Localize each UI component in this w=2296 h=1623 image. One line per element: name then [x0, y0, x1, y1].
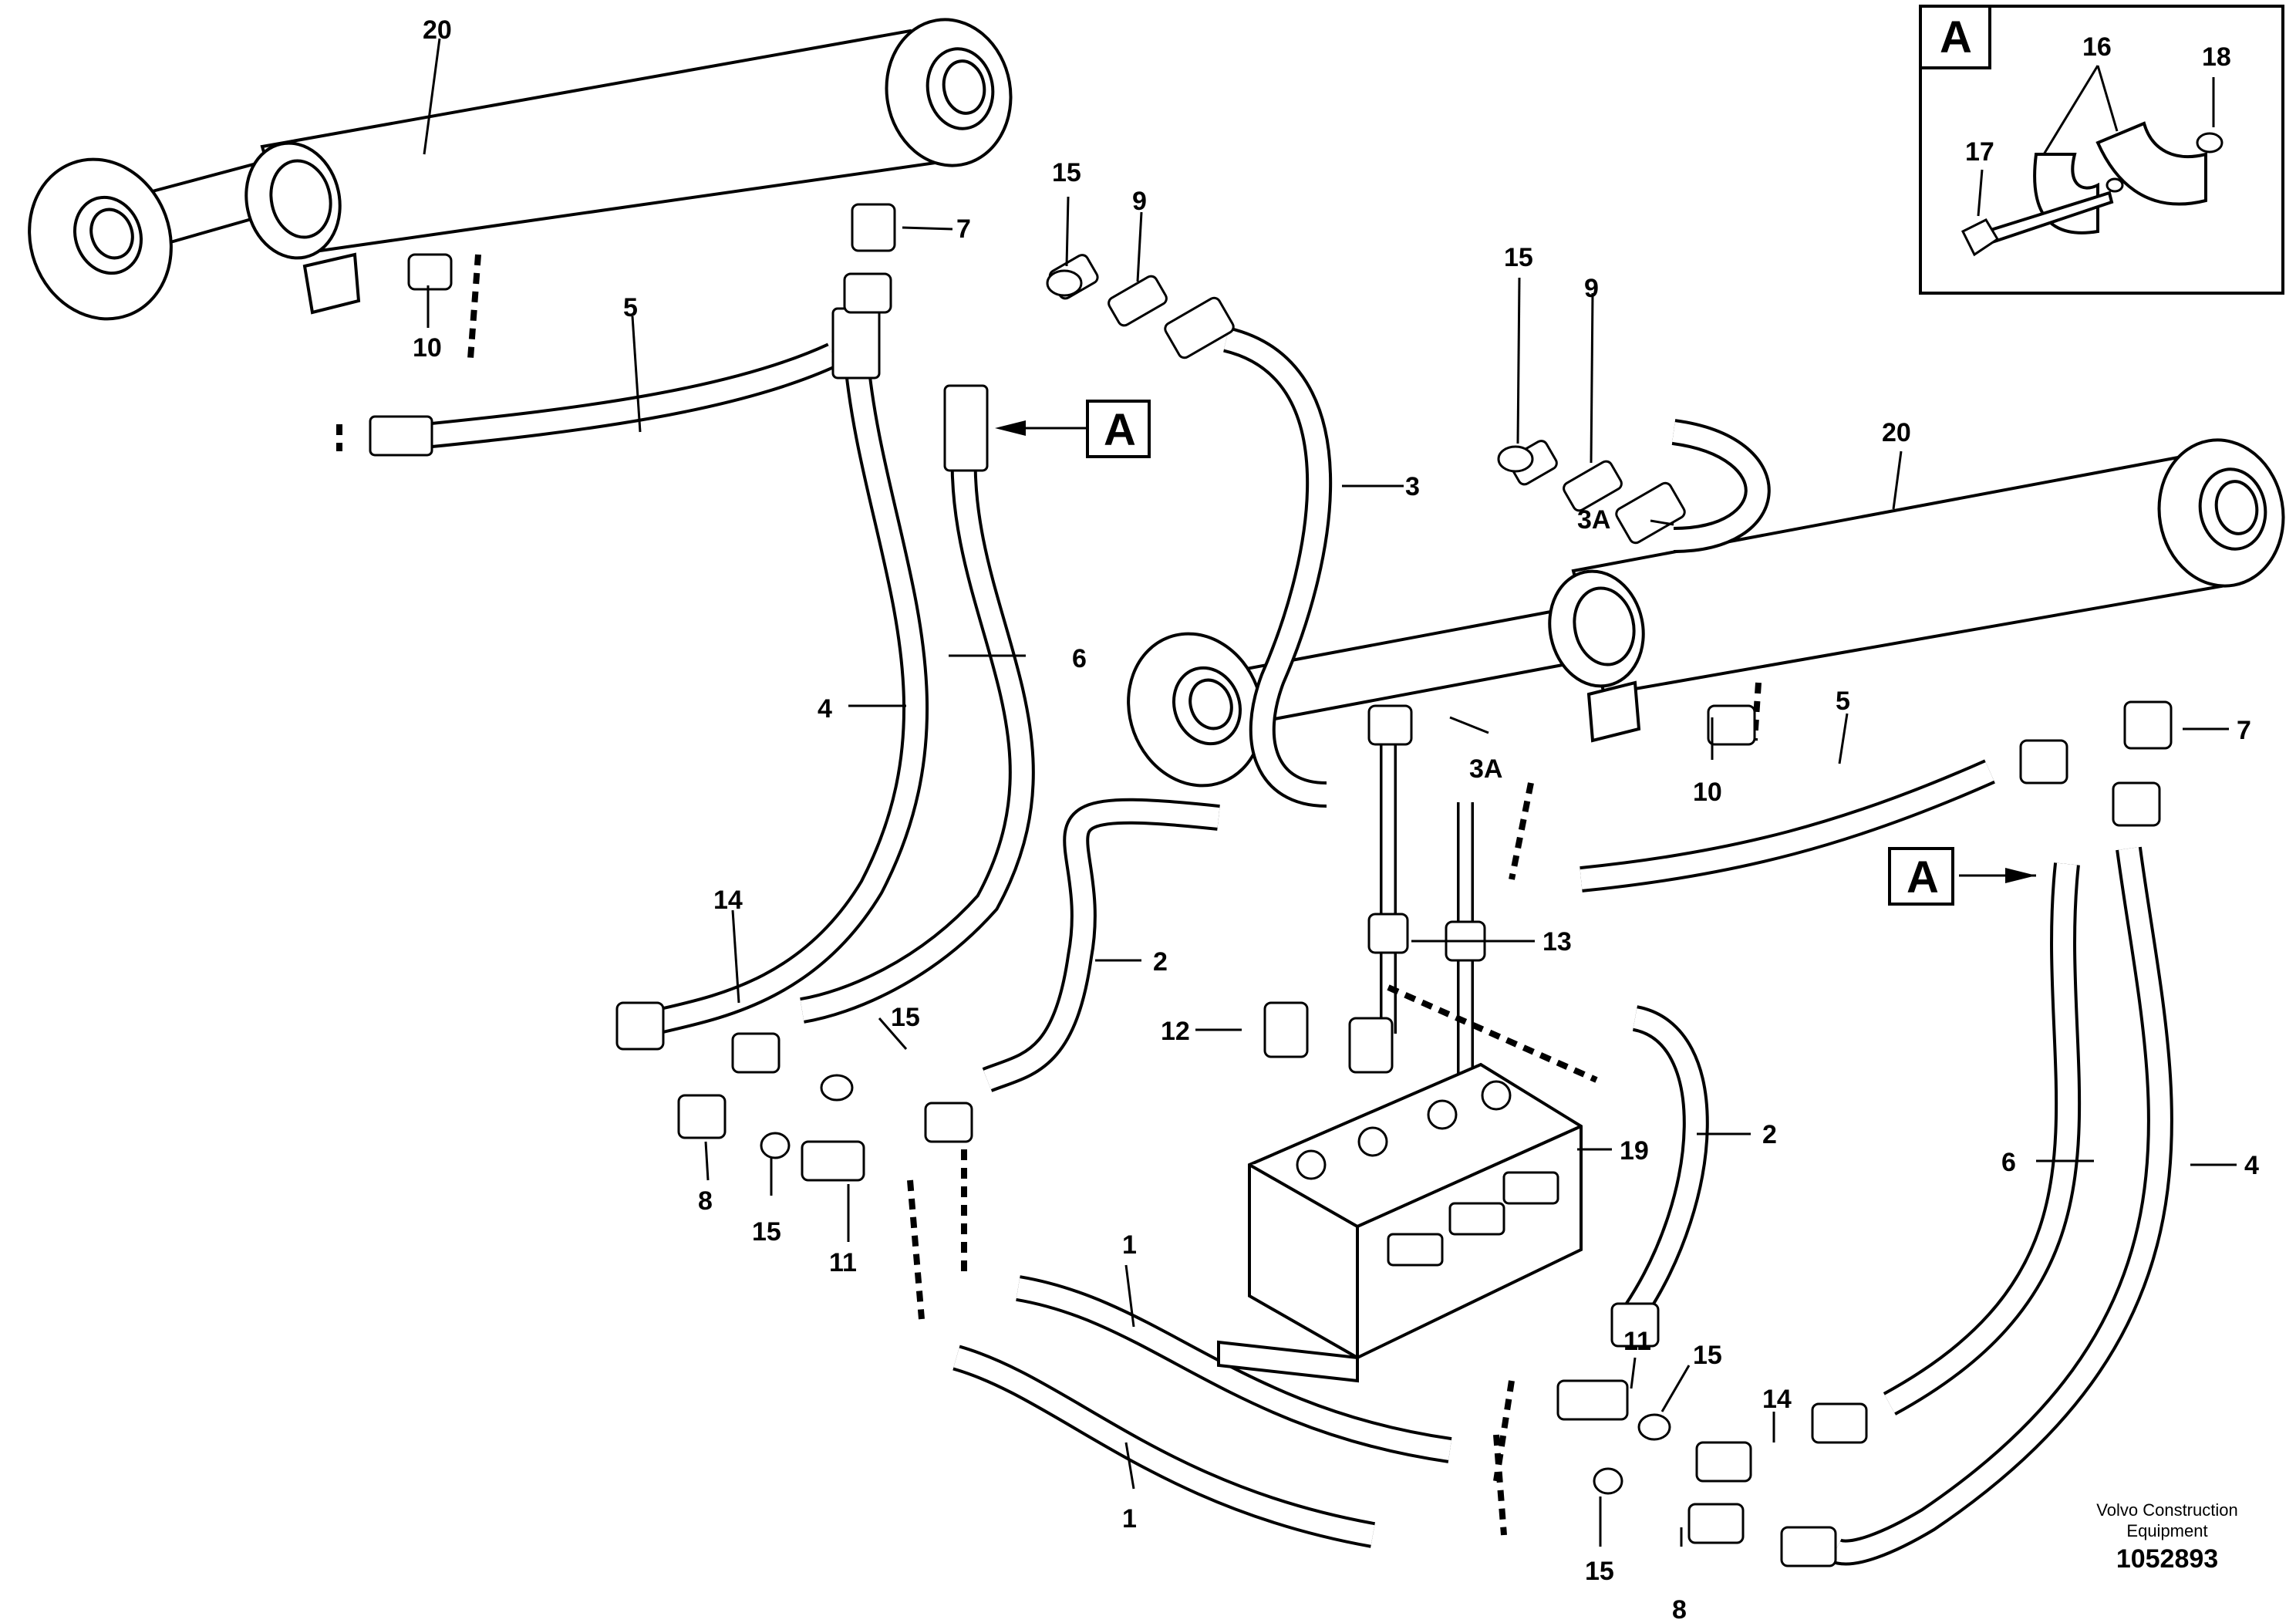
callout-3A: 3A: [1577, 505, 1610, 535]
hose-4-right: [1829, 846, 2173, 1566]
callout-2: 2: [1153, 947, 1168, 977]
callout-11: 11: [829, 1248, 857, 1277]
cylinder-left: [28, 18, 1013, 321]
detail-ref-a-1: A: [1086, 400, 1151, 458]
callout-20: 20: [1882, 418, 1911, 447]
hose-3A: [1671, 419, 1771, 553]
dashed-connector: [907, 1179, 925, 1320]
hose-3: [1222, 326, 1333, 808]
callout-15: 15: [1693, 1341, 1722, 1370]
callout-6: 6: [2001, 1148, 2016, 1177]
credit-line-1: Volvo Construction: [2096, 1500, 2237, 1520]
callout-11: 11: [1623, 1327, 1651, 1356]
inset-callout-18: 18: [2202, 42, 2231, 72]
callout-10: 10: [1693, 778, 1722, 807]
callout-15: 15: [1504, 243, 1533, 272]
hose-5-left: [369, 342, 839, 457]
inset-callout-17: 17: [1965, 137, 1994, 167]
detail-ref-label: A: [1104, 405, 1136, 455]
inset-title: A: [1940, 12, 1972, 62]
callout-9: 9: [1132, 187, 1147, 216]
dashed-connector: [1493, 1380, 1515, 1482]
document-number: 1052893: [2116, 1544, 2218, 1574]
callout-14: 14: [1762, 1385, 1792, 1414]
dashed-connector: [1387, 984, 1598, 1083]
detail-ref-label: A: [1907, 852, 1939, 903]
hose-4-left: [636, 307, 929, 1039]
callout-14: 14: [713, 886, 743, 915]
dashed-connector: [1752, 682, 1762, 741]
control-valve: [1217, 1062, 1583, 1383]
hose-6-right: [1883, 862, 2082, 1415]
callout-15: 15: [891, 1003, 920, 1032]
callout-5: 5: [1836, 687, 1850, 716]
callout-1: 1: [1122, 1504, 1137, 1534]
leader-lines: [423, 38, 2237, 1547]
callout-7: 7: [956, 214, 971, 244]
callout-20: 20: [423, 15, 452, 45]
hose-2-left: [982, 798, 1220, 1092]
cylinder-right: [1127, 438, 2285, 788]
callout-15: 15: [1585, 1557, 1614, 1586]
callout-6: 6: [1072, 644, 1087, 673]
credit-line-2: Equipment: [2126, 1521, 2207, 1540]
hose-5-right: [1580, 759, 1995, 892]
detail-ref-a-2: A: [1888, 847, 1954, 906]
hose-6-left: [800, 384, 1035, 1024]
callout-1: 1: [1122, 1230, 1137, 1260]
callout-4: 4: [2244, 1151, 2259, 1180]
callout-13: 13: [1542, 927, 1572, 957]
callout-12: 12: [1161, 1017, 1190, 1046]
hose-1-lower: [952, 1345, 1375, 1548]
hose-2-right: [1623, 1005, 1709, 1319]
callout-5: 5: [623, 293, 638, 322]
callout-15: 15: [1052, 158, 1081, 187]
callout-3: 3: [1405, 472, 1420, 501]
callout-labels: 20 7 10 5 15 9 15 9 3 3A 20 6 4 3A 10 5 …: [413, 15, 2259, 1623]
callout-10: 10: [413, 333, 442, 363]
callout-4: 4: [818, 694, 832, 724]
dashed-connector: [1493, 1434, 1507, 1536]
callout-19: 19: [1620, 1136, 1649, 1166]
callout-9: 9: [1584, 274, 1599, 303]
callout-15: 15: [752, 1217, 781, 1247]
hose-1-upper: [1016, 1275, 1452, 1463]
callout-3A: 3A: [1469, 754, 1502, 784]
dashed-connector: [467, 254, 481, 359]
callout-8: 8: [698, 1186, 713, 1216]
callout-8: 8: [1672, 1595, 1687, 1623]
callout-2: 2: [1762, 1120, 1777, 1149]
fittings: [407, 203, 2173, 1567]
inset-detail-a: A 16 18 17: [1919, 5, 2284, 295]
publisher-credit: Volvo Construction Equipment 1052893: [2096, 1500, 2237, 1574]
pipe-13: [1380, 725, 1474, 1095]
callout-7: 7: [2237, 716, 2251, 745]
dashed-connector: [1509, 782, 1534, 880]
inset-callout-16: 16: [2082, 32, 2112, 62]
